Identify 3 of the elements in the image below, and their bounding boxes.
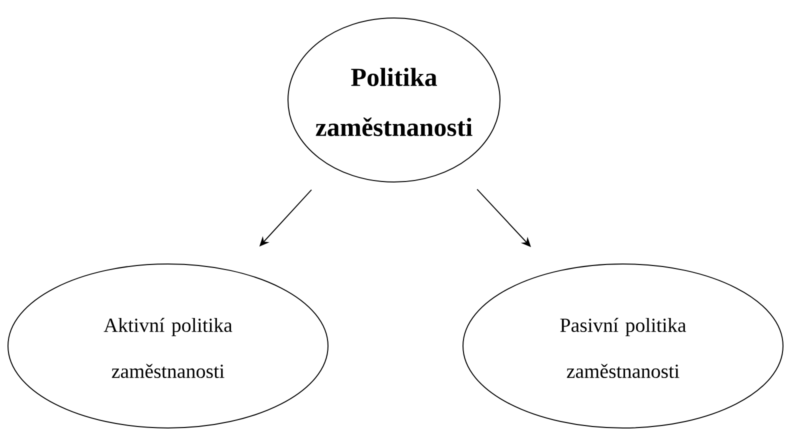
ellipse-node: Pasivní politika zaměstnanosti (462, 264, 784, 428)
ellipse-node: Politika zaměstnanosti (288, 18, 500, 182)
ellipse-node: Aktivní politika zaměstnanosti (8, 264, 328, 428)
